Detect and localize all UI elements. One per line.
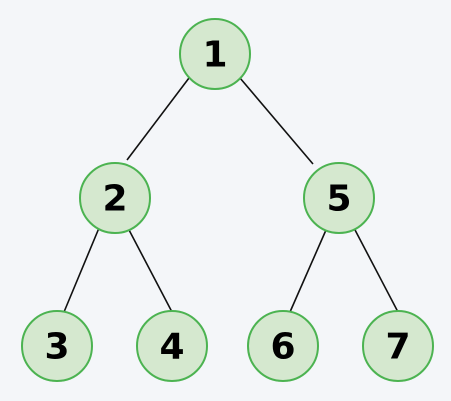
node-label: 4: [159, 327, 184, 368]
tree-node-2: 2: [79, 162, 151, 234]
edge-5-6: [289, 229, 327, 313]
tree-node-7: 7: [362, 310, 434, 382]
tree-node-6: 6: [247, 310, 319, 382]
tree-node-3: 3: [21, 310, 93, 382]
edge-1-5: [239, 77, 314, 165]
node-label: 5: [326, 179, 351, 220]
node-label: 7: [385, 327, 410, 368]
tree-node-4: 4: [136, 310, 208, 382]
edge-1-2: [126, 77, 190, 161]
tree-node-5: 5: [303, 162, 375, 234]
edge-5-7: [353, 227, 399, 313]
node-label: 2: [102, 179, 127, 220]
node-label: 3: [44, 327, 69, 368]
tree-node-1: 1: [179, 18, 251, 90]
node-label: 1: [202, 35, 227, 76]
edge-2-3: [63, 227, 100, 313]
edge-2-4: [127, 227, 173, 313]
node-label: 6: [270, 327, 295, 368]
